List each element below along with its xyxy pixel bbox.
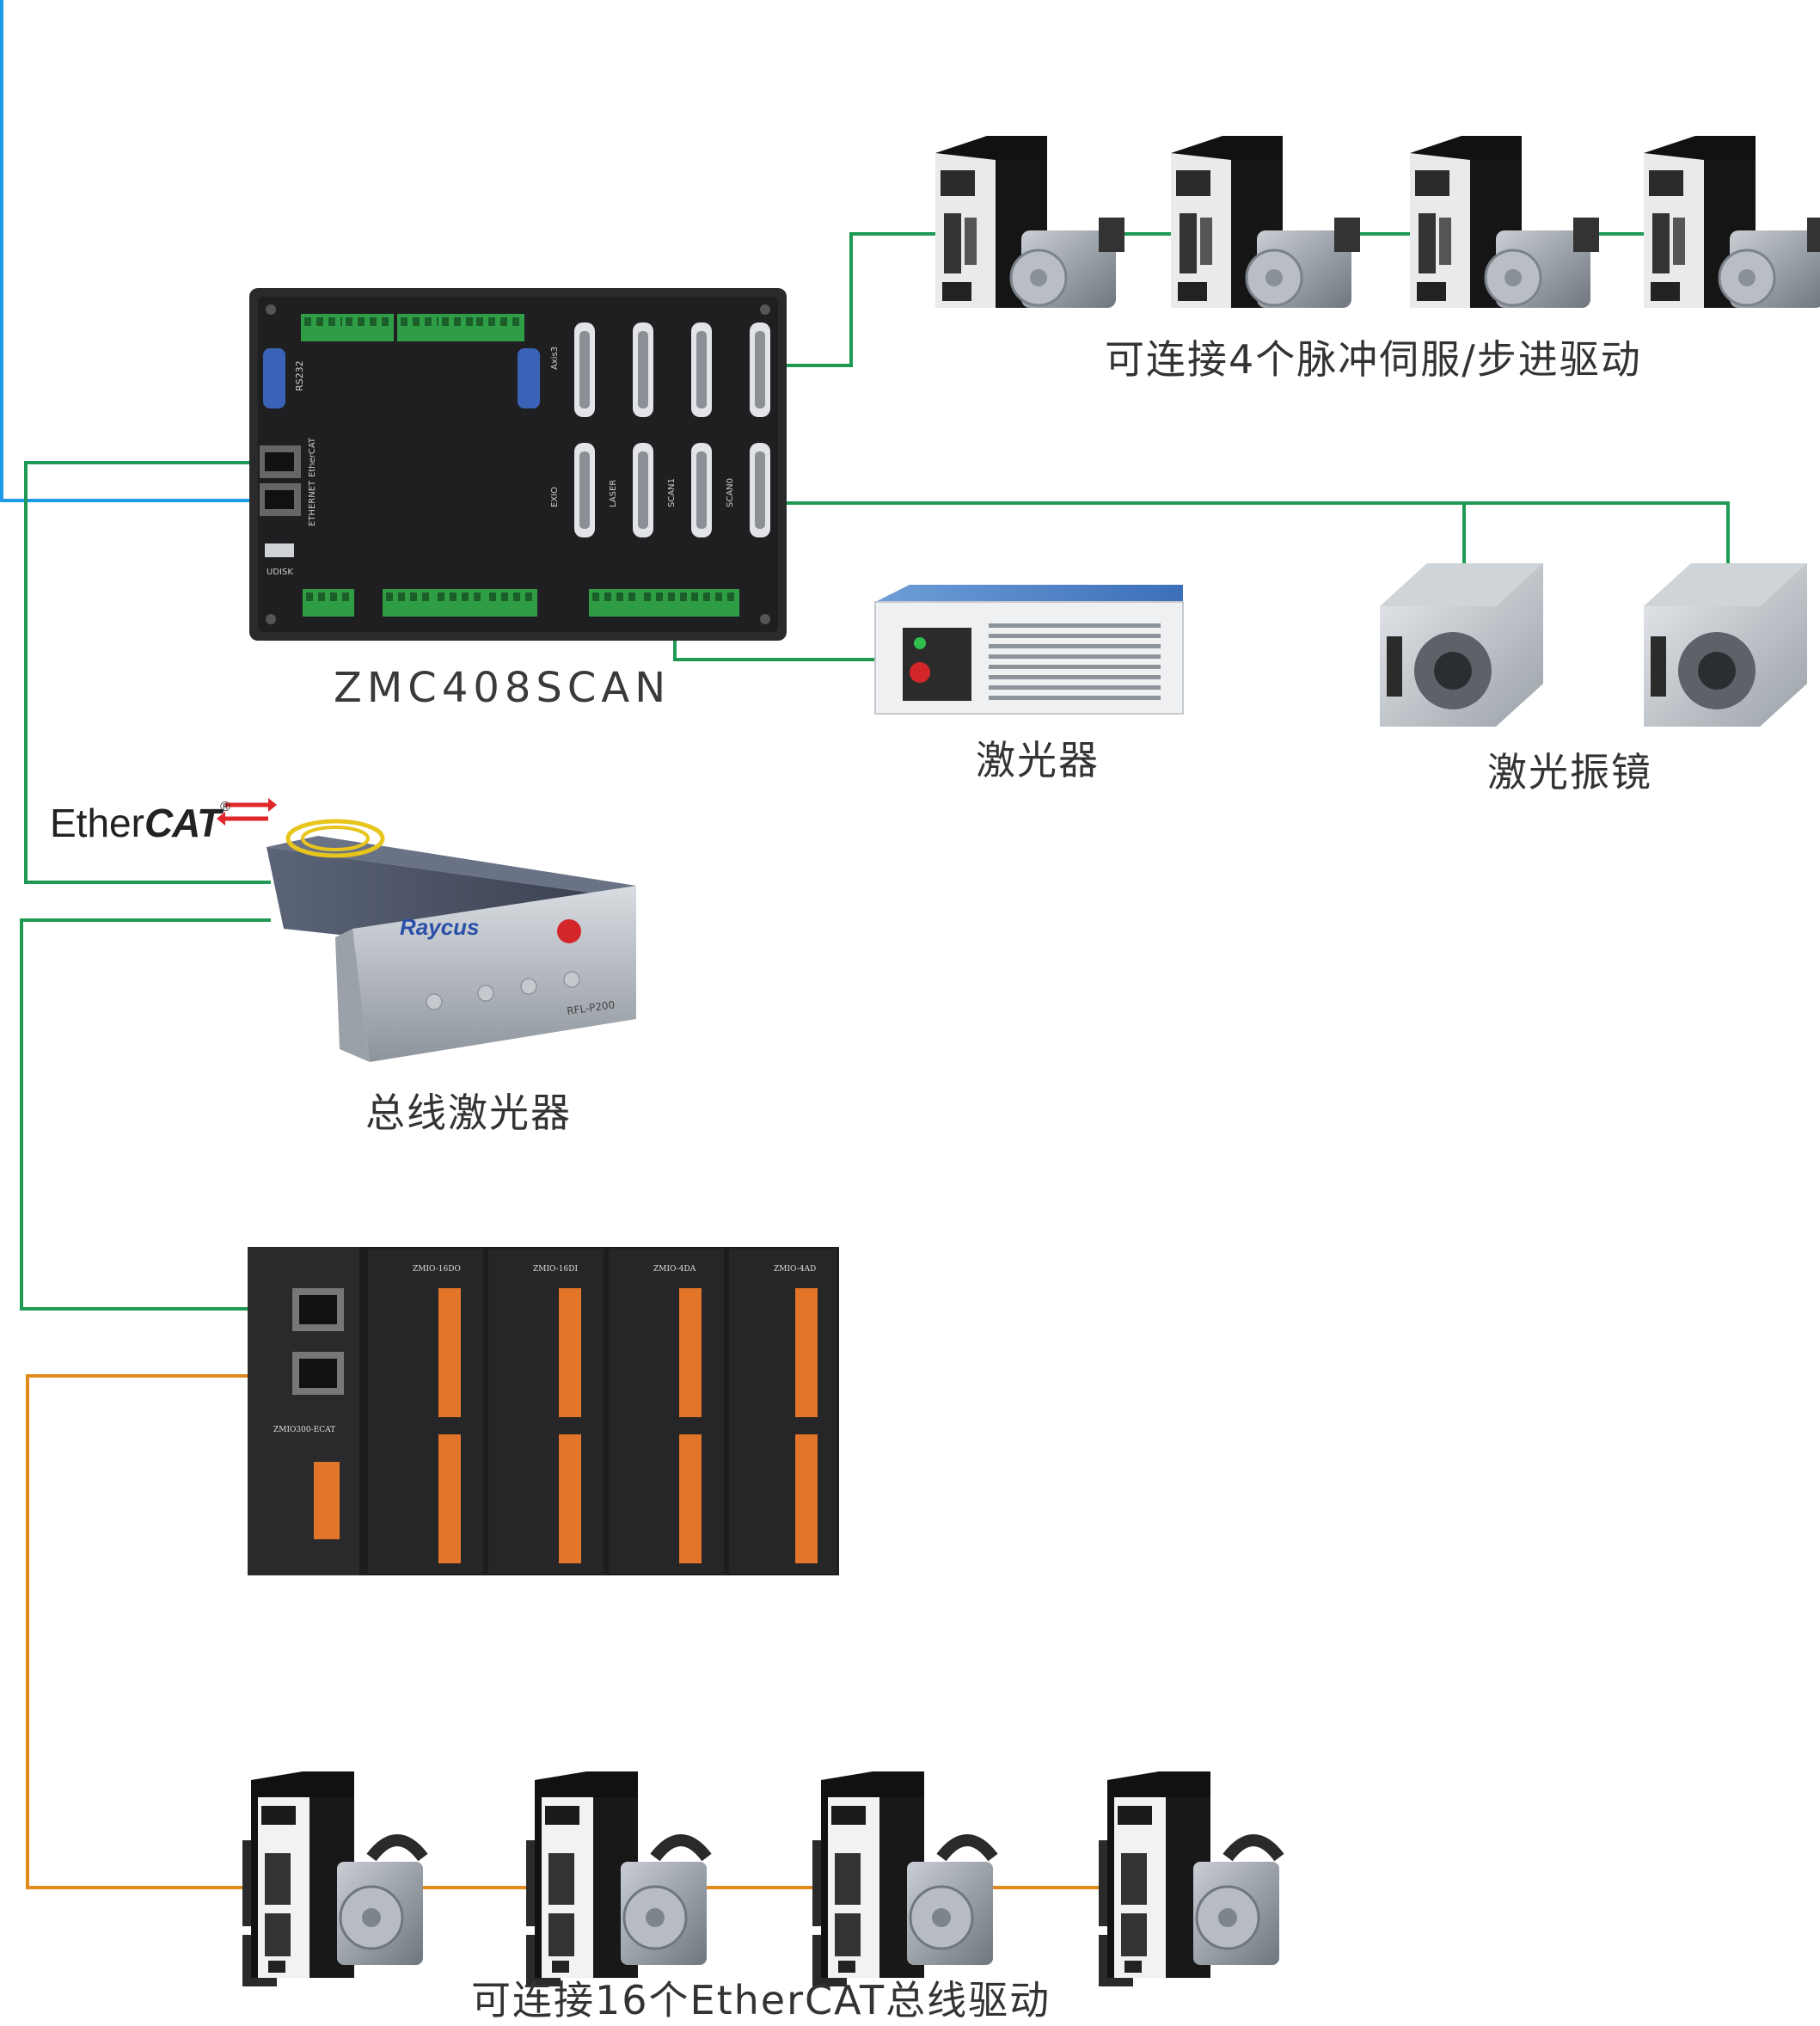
ethercat-logo-arrows	[217, 798, 277, 826]
scan1-label: SCAN1	[667, 478, 677, 507]
io-module-rack: ZMIO300-ECAT ZMIO-16DO ZMIO-16DI ZMIO-4D…	[248, 1247, 839, 1575]
controller-model-caption: ZMC408SCAN	[334, 664, 671, 712]
pulse-servo-drives	[934, 134, 1820, 310]
io-module-4ad-name: ZMIO-4AD	[774, 1265, 816, 1274]
laser-label: LASER	[609, 480, 618, 507]
ethercat-drives-caption: 可连接16个EtherCAT总线驱动	[471, 1977, 1051, 2023]
ethercat-controller-to-bus-laser	[24, 461, 271, 884]
pulse-servo-caption: 可连接4个脉冲伺服/步进驱动	[1105, 336, 1642, 383]
ethercat-logo-prefix: Ether	[50, 801, 144, 845]
ethercat-servo-drives	[242, 1771, 1279, 1986]
rs232-port-label: RS232	[294, 360, 305, 391]
ethercat-logo: EtherCAT®	[50, 800, 230, 846]
ethernet-port-label: ETHERNET	[308, 480, 317, 526]
ethercat-bus-laser-to-io	[20, 918, 292, 1311]
controller-zmc408scan: RS232 ETHERNET EtherCAT UDISK Axis3 EXIO…	[249, 288, 787, 641]
bus-laser-brand: Raycus	[400, 914, 480, 940]
galvo-caption: 激光振镜	[1487, 749, 1652, 795]
axis3-label: Axis3	[550, 347, 560, 370]
bus-laser-caption: 总线激光器	[365, 1090, 572, 1136]
scan0-label: SCAN0	[726, 478, 735, 507]
scan-to-galvo	[707, 501, 1730, 563]
ethercat-logo-reg: ®	[220, 800, 230, 814]
udisk-port-label: UDISK	[267, 568, 293, 577]
ethercat-logo-suffix: CAT	[144, 801, 221, 845]
io-module-4da-name: ZMIO-4DA	[653, 1265, 696, 1274]
galvo-scanners	[1380, 563, 1807, 727]
ethercat-port-label: EtherCAT	[308, 437, 317, 477]
exio-label: EXIO	[550, 487, 560, 507]
bus-laser-unit: Raycus RFL-P200	[267, 819, 636, 1062]
laser-unit	[874, 585, 1184, 715]
ethernet-line	[0, 0, 258, 502]
io-module-ecat-name: ZMIO300-ECAT	[273, 1426, 335, 1434]
io-module-16do-name: ZMIO-16DO	[413, 1265, 461, 1274]
io-module-16di-name: ZMIO-16DI	[533, 1265, 578, 1274]
laser-caption: 激光器	[976, 737, 1100, 783]
